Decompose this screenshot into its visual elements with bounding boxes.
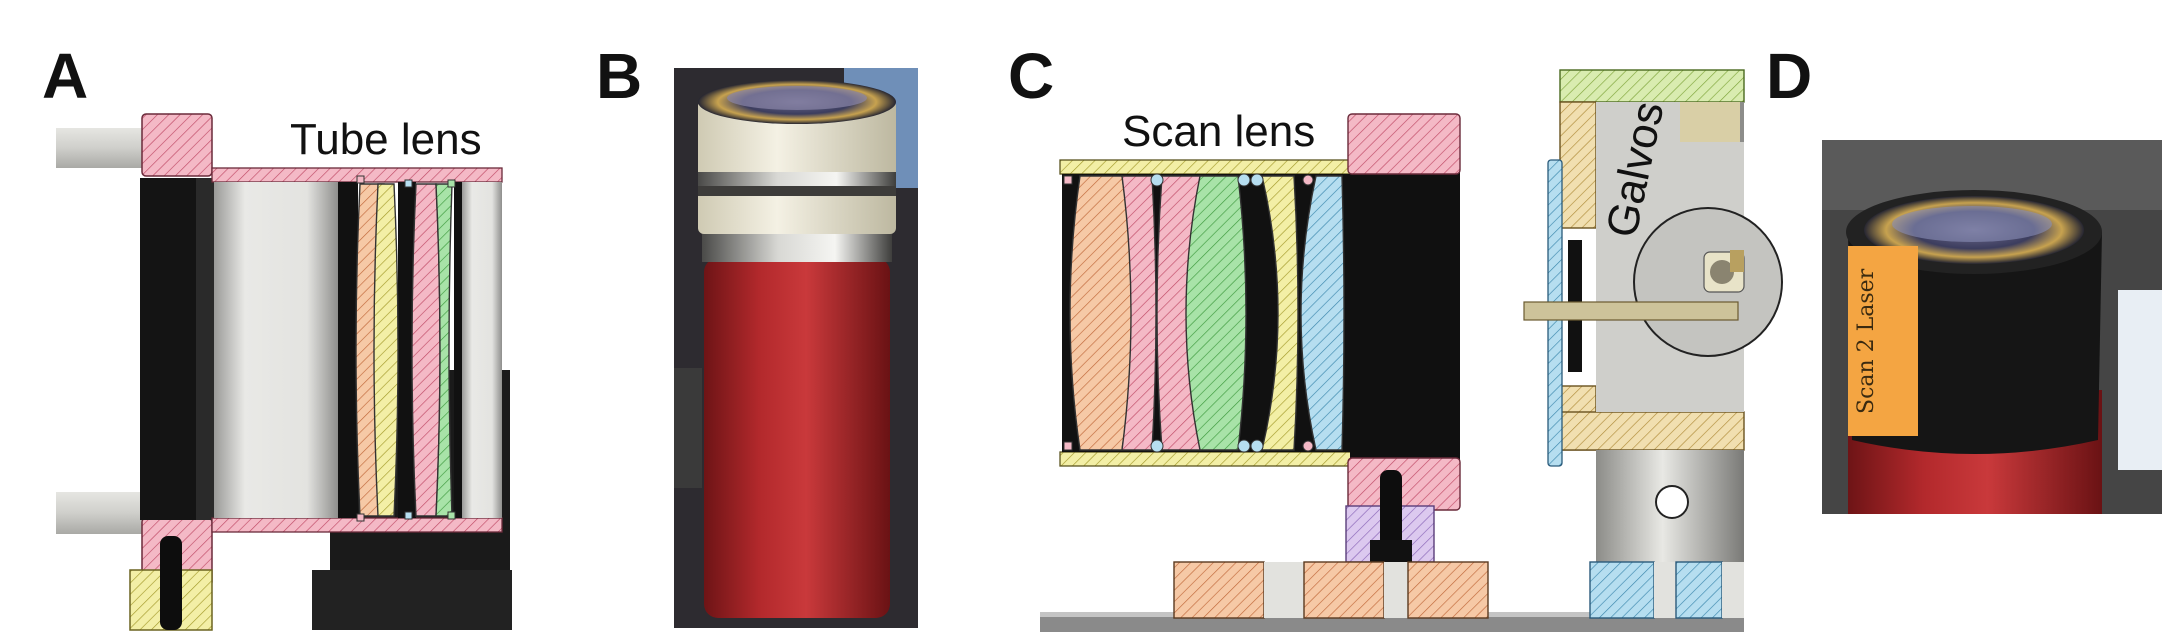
base-block-2 <box>1264 562 1304 618</box>
galvo-post-hole <box>1655 485 1689 519</box>
mount-block-top <box>141 113 213 177</box>
support-rod-top <box>56 128 148 168</box>
scan-lens-pink-block-bottom <box>1347 457 1461 511</box>
galvo-shaft <box>1523 301 1739 321</box>
scan-lens-element-1 <box>1069 175 1133 451</box>
galvo-housing-left-wall <box>1559 101 1597 229</box>
panel-a-letter: A <box>42 40 89 112</box>
scan-lens-photo <box>674 68 918 628</box>
scan-lens-element-5 <box>1261 175 1299 451</box>
base-block-4 <box>1407 561 1489 619</box>
support-rod-bottom <box>56 492 148 534</box>
scan-lens-label: Scan lens <box>1122 107 1316 156</box>
panel-b-letter: B <box>596 40 643 112</box>
scan-lens-tube-top <box>1059 159 1381 175</box>
frosted-mount <box>698 100 896 234</box>
galvo-housing-bottom-plate <box>1559 411 1745 451</box>
galvo-housing-top-plate <box>1559 69 1745 103</box>
scan-lens-closeup-photo: Scan 2 Laser <box>1822 140 2162 514</box>
scan-lens-element-4 <box>1185 175 1247 451</box>
tube-lens-label: Tube lens <box>290 115 482 164</box>
galvo-base-block-2 <box>1675 561 1723 619</box>
red-tube-body <box>704 258 890 618</box>
panel-d-letter: D <box>1766 40 1813 112</box>
tube-lens-element-3 <box>411 183 441 517</box>
tube-bore <box>214 182 338 518</box>
post-screw-c <box>1380 470 1402 562</box>
tube-lens-element-2 <box>373 183 399 517</box>
panel-c-letter: C <box>1008 40 1055 112</box>
post-screw <box>160 536 182 630</box>
scan-lens-galvo-cross-section <box>1040 69 1783 632</box>
scan-lens-pink-block-top <box>1347 113 1461 175</box>
tube-lens-cross-section <box>56 113 512 631</box>
galvo-base-block-1 <box>1589 561 1655 619</box>
scan-lens-element-6 <box>1300 175 1345 451</box>
scan-lens-black-mount <box>1350 170 1460 460</box>
base-block-1 <box>1173 561 1265 619</box>
base-block-3 <box>1303 561 1385 619</box>
closeup-handwritten-note: Scan 2 Laser <box>1848 246 1918 436</box>
scan-lens-tube-bottom <box>1059 451 1381 467</box>
